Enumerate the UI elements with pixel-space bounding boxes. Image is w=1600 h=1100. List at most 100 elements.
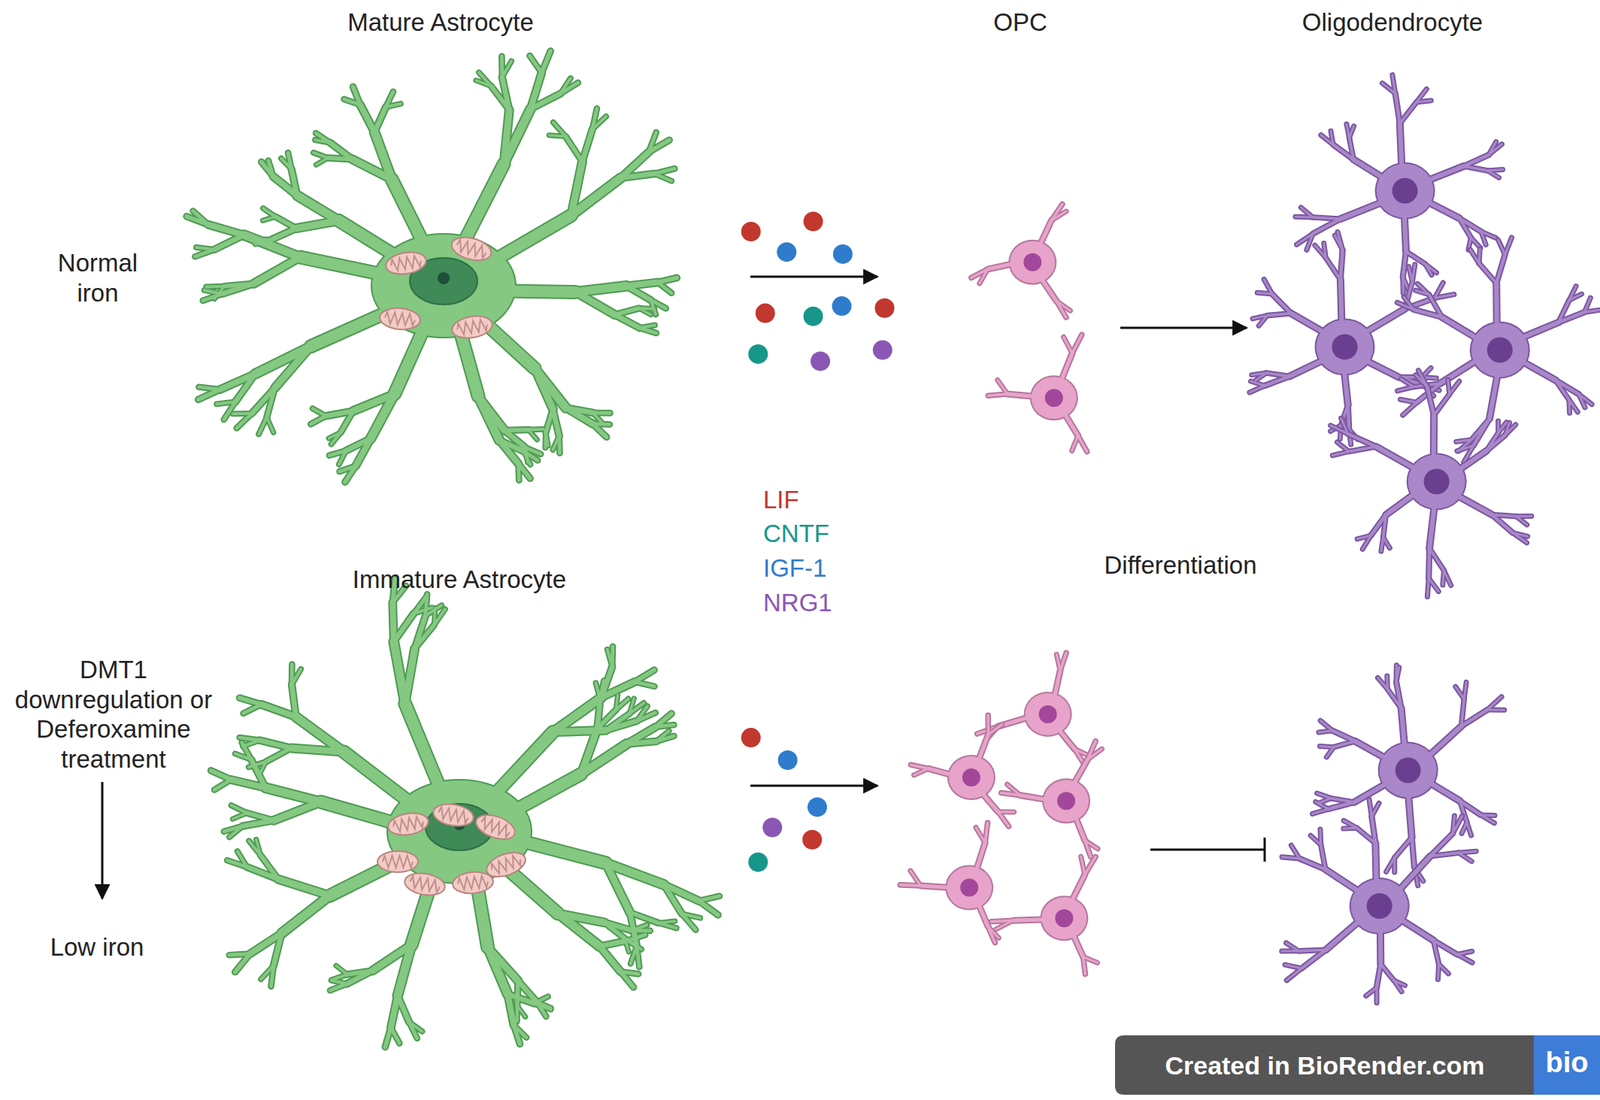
inhibition-line: [1150, 848, 1265, 852]
cell-process: [1072, 435, 1079, 451]
cell-process: [518, 980, 537, 1002]
oligodendrocyte-cell: [1312, 665, 1505, 886]
cell-process: [345, 438, 371, 451]
cell-process: [266, 417, 274, 433]
cell-process: [1312, 809, 1329, 814]
cell-process-outline: [244, 235, 300, 258]
cell-process: [229, 954, 251, 956]
cell-process: [1491, 514, 1517, 516]
figure-label: Normal iron: [37, 248, 158, 308]
cell-process: [1505, 237, 1513, 255]
mitochondrion-cristae: [384, 311, 416, 326]
cell-process: [1429, 294, 1443, 318]
oligodendrocyte-cell: [1281, 799, 1476, 1003]
cell-process: [545, 409, 553, 433]
cell-process-outline: [655, 724, 674, 728]
cell-process: [214, 779, 231, 791]
cell-process: [1290, 845, 1300, 859]
cell-body-outline: [1469, 321, 1531, 379]
cell-process: [274, 346, 311, 388]
cell-process-outline: [1466, 822, 1472, 837]
cell-process: [199, 387, 221, 390]
cell-process: [263, 208, 276, 217]
mitochondrion-membrane: [431, 801, 476, 830]
cell-process-outline: [263, 208, 276, 217]
cell-process: [986, 715, 990, 735]
cell-process-outline: [1409, 266, 1413, 282]
cell-process: [1083, 957, 1098, 964]
cell-process: [1429, 548, 1444, 570]
cell-process: [557, 913, 604, 923]
cell-process-outline: [1478, 248, 1480, 264]
factor-dot: [762, 818, 782, 838]
legend-entry: LIF: [763, 484, 800, 516]
cell-process: [310, 415, 326, 425]
cell-process: [1425, 263, 1433, 275]
cell-body: [1471, 322, 1529, 377]
cell-process: [1249, 385, 1265, 393]
cell-process: [1310, 835, 1322, 845]
cell-process: [604, 922, 625, 939]
cell-process-outline: [1286, 968, 1302, 981]
cell-process: [534, 368, 553, 410]
cell-process: [1396, 667, 1400, 682]
cell-process-outline: [1383, 537, 1391, 549]
cell-process-outline: [1458, 851, 1476, 853]
downward-arrow: [101, 781, 104, 899]
cell-process: [1443, 570, 1451, 586]
cell-process-outline: [1336, 442, 1349, 452]
cell-process: [296, 221, 340, 229]
cell-process: [1416, 100, 1431, 103]
cell-process: [1357, 827, 1376, 843]
cell-process: [393, 613, 415, 643]
cell-process: [1488, 142, 1497, 155]
cell-process: [339, 450, 346, 464]
cell-process: [639, 324, 655, 328]
cell-process: [1463, 166, 1488, 171]
cell-process: [1340, 249, 1343, 280]
factor-dot: [833, 244, 853, 264]
cell-process-outline: [1083, 957, 1098, 964]
cell-process: [1452, 815, 1455, 834]
cell-process: [1442, 570, 1445, 585]
cell-process: [979, 269, 988, 284]
cell-body-outline: [1315, 318, 1376, 376]
cell-process-outline: [552, 409, 559, 437]
cell-process: [273, 802, 322, 822]
cell-process: [198, 389, 221, 400]
cell-body: [372, 234, 516, 337]
cell-process: [433, 608, 435, 625]
cell-process: [1461, 709, 1488, 727]
cell-process-outline: [1498, 239, 1506, 255]
cell-process: [244, 235, 300, 258]
cell-process: [634, 669, 655, 682]
cell-process: [566, 407, 594, 424]
cell-process-outline: [626, 281, 658, 286]
cell-process: [648, 132, 657, 152]
cell-process: [658, 921, 676, 923]
cell-process: [397, 995, 410, 1022]
oligodendrocyte-cell: [1396, 237, 1600, 463]
cell-process: [1318, 730, 1333, 733]
cell-process: [1298, 949, 1326, 952]
cell-process: [1324, 242, 1327, 258]
cell-process: [239, 697, 262, 705]
factor-dot: [748, 344, 768, 364]
cell-process-outline: [1056, 654, 1061, 671]
cell-process: [330, 851, 419, 896]
cell-process-outline: [384, 1027, 391, 1048]
cell-process-outline: [987, 393, 1007, 396]
cell-process: [1263, 279, 1273, 294]
cell-process-outline: [246, 812, 274, 821]
cell-process-outline: [1264, 375, 1290, 386]
cell-process: [222, 283, 255, 294]
cell-process-outline: [504, 429, 529, 431]
factor-dot: [810, 351, 831, 371]
cell-process: [266, 748, 292, 762]
cell-process-outline: [1257, 292, 1273, 294]
cell-process: [1433, 393, 1450, 416]
cell-process-outline: [698, 900, 719, 916]
cell-process: [1250, 381, 1265, 386]
cell-process-outline: [1325, 257, 1341, 280]
